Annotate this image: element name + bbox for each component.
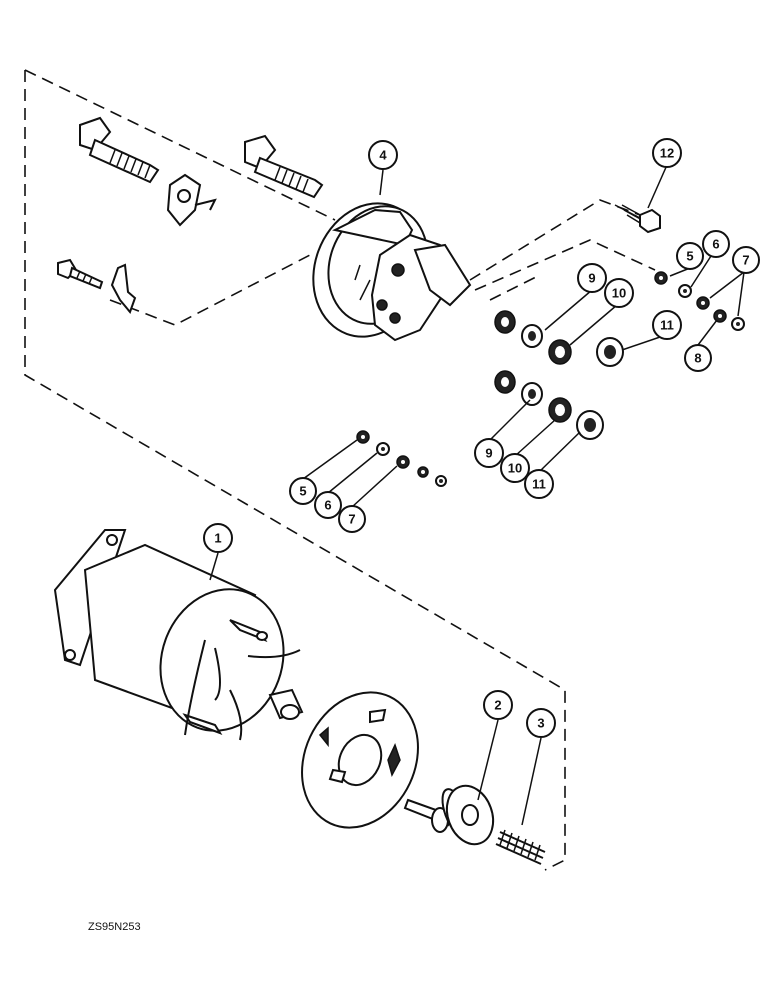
- callout-label: 7: [742, 253, 749, 268]
- callout-label: 8: [694, 351, 701, 366]
- callout-11-top: 11: [652, 310, 682, 340]
- dashed-envelope: [24, 69, 656, 871]
- callout-11-bottom: 11: [524, 469, 554, 499]
- callout-label: 9: [485, 446, 492, 461]
- callout-10-bottom: 10: [500, 453, 530, 483]
- callout-label: 2: [494, 698, 501, 713]
- callout-6-left: 6: [314, 491, 342, 519]
- callout-label: 6: [712, 237, 719, 252]
- plunger: [403, 784, 495, 846]
- callout-label: 6: [324, 498, 331, 513]
- callout-label: 7: [348, 512, 355, 527]
- callout-7-right: 7: [732, 246, 760, 274]
- small-hardware-right: [654, 271, 745, 331]
- figure-code: ZS95N253: [88, 921, 141, 933]
- terminal-clip: [166, 173, 217, 227]
- small-hardware-left: [356, 430, 447, 487]
- spring: [495, 829, 546, 865]
- callout-5-right: 5: [676, 242, 704, 270]
- callout-6-right: 6: [702, 230, 730, 258]
- callout-2: 2: [483, 690, 513, 720]
- callout-label: 4: [379, 148, 387, 163]
- leader-lines: [209, 164, 745, 826]
- washers-and-nuts: [494, 310, 624, 440]
- callout-10-top: 10: [604, 278, 634, 308]
- carriage-bolt-left: [79, 116, 160, 184]
- callout-12: 12: [652, 138, 682, 168]
- callout-label: 11: [532, 477, 546, 492]
- solenoid-body: [53, 529, 301, 741]
- callout-9-bottom: 9: [474, 438, 504, 468]
- lock-tab: [110, 263, 137, 314]
- callout-label: 5: [686, 249, 693, 264]
- callout-label: 11: [660, 318, 674, 333]
- contact-sleeve: [268, 688, 304, 720]
- callout-7-left: 7: [338, 505, 366, 533]
- solenoid-cover: [312, 202, 472, 342]
- callout-label: 10: [508, 461, 522, 476]
- callout-label: 3: [537, 716, 544, 731]
- callout-label: 12: [660, 146, 674, 161]
- small-screw-left: [57, 258, 104, 290]
- callout-5-left: 5: [289, 477, 317, 505]
- callout-label: 9: [588, 271, 595, 286]
- callout-8: 8: [684, 344, 712, 372]
- carriage-bolt-right: [244, 134, 324, 199]
- callout-label: 1: [214, 531, 221, 546]
- callout-3: 3: [526, 708, 556, 738]
- hex-screw: [614, 204, 661, 234]
- callout-1: 1: [203, 523, 233, 553]
- callout-9-top: 9: [577, 263, 607, 293]
- callout-4: 4: [368, 140, 398, 170]
- contact-plate: [301, 691, 419, 829]
- callout-label: 10: [612, 286, 626, 301]
- callout-label: 5: [299, 484, 306, 499]
